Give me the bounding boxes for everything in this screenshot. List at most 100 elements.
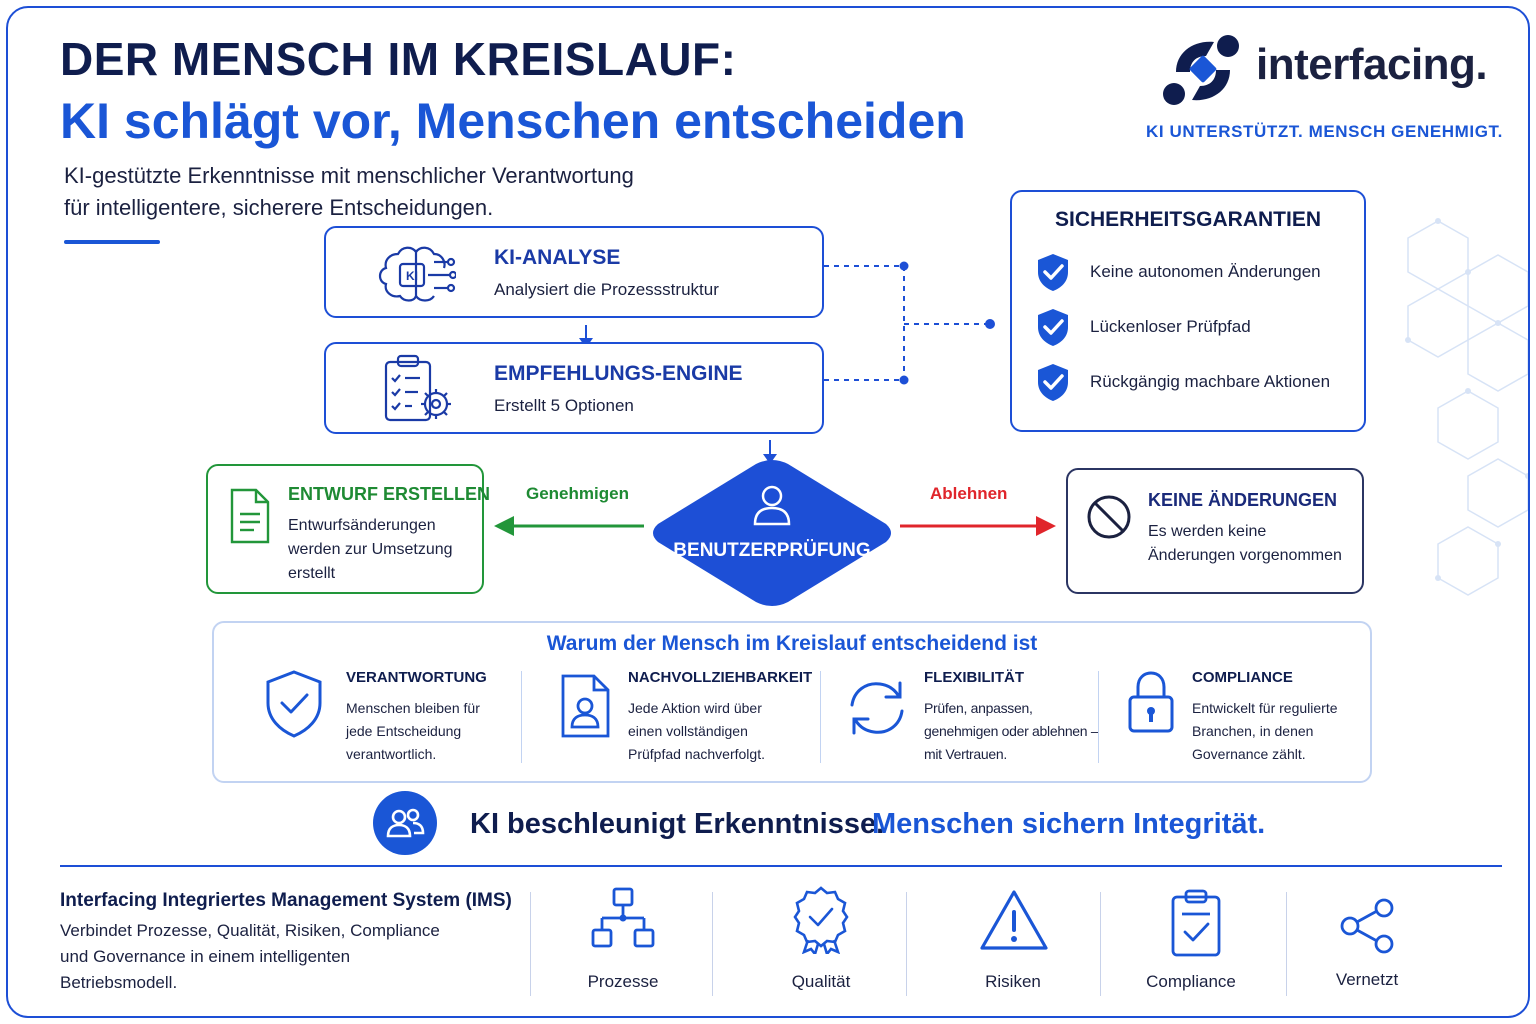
safety-item: Keine autonomen Änderungen xyxy=(1036,252,1321,292)
why-divider xyxy=(1098,671,1099,763)
ims-line: Betriebsmodell. xyxy=(60,973,178,992)
why-item-nachvollziehbarkeit: NACHVOLLZIEHBARKEIT Jede Aktion wird übe… xyxy=(560,669,813,769)
footer-item-risiken: Risiken xyxy=(985,972,1041,991)
footer-divider-v xyxy=(1286,892,1287,996)
user-icon xyxy=(753,485,791,526)
draft-line: werden zur Umsetzung xyxy=(288,541,453,558)
shield-check-icon xyxy=(1038,364,1068,401)
draft-text: Entwurfsänderungen werden zur Umsetzung … xyxy=(288,514,453,586)
why-line: Menschen bleiben für xyxy=(346,700,480,716)
ims-line: und Governance in einem intelligenten xyxy=(60,947,351,966)
sicherheitsgarantien-box: SICHERHEITSGARANTIEN Keine autonomen Änd… xyxy=(1010,190,1366,432)
ki-analyse-text: Analysiert die Prozessstruktur xyxy=(494,280,719,299)
why-item-title: FLEXIBILITÄT xyxy=(924,669,1024,686)
why-line: Branchen, in denen xyxy=(1192,723,1314,739)
brain-ki-icon: KI xyxy=(378,246,456,302)
draft-title: ENTWURF ERSTELLEN xyxy=(288,484,490,504)
no-change-line: Änderungen vorgenommen xyxy=(1148,547,1342,564)
document-icon xyxy=(230,488,270,544)
subtitle-line2: für intelligentere, sicherere Entscheidu… xyxy=(64,195,494,220)
brand-tagline: KI UNTERSTÜTZT. MENSCH GENEHMIGT. xyxy=(1146,122,1503,141)
engine-text: Erstellt 5 Optionen xyxy=(494,396,634,415)
ims-line: Verbindet Prozesse, Qualität, Risiken, C… xyxy=(60,921,440,940)
warning-triangle-icon xyxy=(980,890,1048,950)
review-label: BENUTZERPRÜFUNG xyxy=(673,540,870,561)
footer-divider-v xyxy=(906,892,907,996)
why-divider xyxy=(820,671,821,763)
empfehlungs-engine-box: EMPFEHLUNGS-ENGINE Erstellt 5 Optionen xyxy=(324,342,824,434)
shield-check-icon xyxy=(1038,309,1068,346)
why-section: Warum der Mensch im Kreislauf entscheide… xyxy=(212,621,1372,783)
why-item-title: VERANTWORTUNG xyxy=(346,669,487,686)
safety-item-label: Rückgängig machbare Aktionen xyxy=(1090,372,1331,391)
why-item-title: NACHVOLLZIEHBARKEIT xyxy=(628,669,813,686)
footer-item-compliance: Compliance xyxy=(1146,972,1236,991)
keine-aenderungen-box: KEINE ÄNDERUNGEN Es werden keine Änderun… xyxy=(1066,468,1364,594)
footer-divider-v xyxy=(530,892,531,996)
why-line: Entwickelt für regulierte xyxy=(1192,700,1338,716)
no-change-text: Es werden keine Änderungen vorgenommen xyxy=(1148,520,1342,568)
safety-item: Lückenloser Prüfpfad xyxy=(1036,307,1251,347)
ims-description: Verbindet Prozesse, Qualität, Risiken, C… xyxy=(60,918,500,996)
why-item-text: Jede Aktion wird über einen vollständige… xyxy=(628,697,765,766)
footer-divider-v xyxy=(712,892,713,996)
footer-item-vernetzt: Vernetzt xyxy=(1335,970,1399,989)
org-chart-icon xyxy=(591,887,655,948)
interfacing-logo xyxy=(1163,35,1239,105)
prohibited-icon xyxy=(1087,495,1131,539)
sync-icon xyxy=(850,681,904,735)
no-change-title: KEINE ÄNDERUNGEN xyxy=(1148,490,1338,510)
safety-item: Rückgängig machbare Aktionen xyxy=(1036,362,1330,402)
entwurf-erstellen-box: ENTWURF ERSTELLEN Entwurfsänderungen wer… xyxy=(206,464,490,594)
why-line: mit Vertrauen. xyxy=(924,746,1007,762)
why-divider xyxy=(521,671,522,763)
why-item-title: COMPLIANCE xyxy=(1192,669,1293,686)
engine-title: EMPFEHLUNGS-ENGINE xyxy=(494,362,743,385)
footer-divider-v xyxy=(1100,892,1101,996)
shield-check-icon xyxy=(1038,254,1068,291)
claim-part2: Menschen sichern Integrität. xyxy=(872,808,1266,840)
why-line: genehmigen oder ablehnen – xyxy=(924,723,1099,739)
why-item-text: Entwickelt für regulierte Branchen, in d… xyxy=(1192,697,1338,766)
safety-item-label: Lückenloser Prüfpfad xyxy=(1090,317,1251,336)
why-item-text: Menschen bleiben für jede Entscheidung v… xyxy=(346,697,480,766)
why-item-verantwortung: VERANTWORTUNG Menschen bleiben für jede … xyxy=(264,669,514,769)
draft-line: Entwurfsänderungen xyxy=(288,517,436,534)
page-subtitle: KI-gestützte Erkenntnisse mit menschlich… xyxy=(64,160,764,224)
why-line: Governance zählt. xyxy=(1192,746,1306,762)
page-title-line2: KI schlägt vor, Menschen entscheiden xyxy=(60,93,966,149)
footer-item-prozesse: Prozesse xyxy=(587,972,659,991)
page-title-line1: DER MENSCH IM KREISLAUF: xyxy=(60,33,737,85)
quality-badge-icon xyxy=(793,886,849,954)
shield-check-outline-icon xyxy=(266,670,322,738)
why-heading: Warum der Mensch im Kreislauf entscheide… xyxy=(546,632,1038,655)
user-document-icon xyxy=(561,674,610,738)
hexagon-pattern xyxy=(1405,218,1528,596)
page-frame: DER MENSCH IM KREISLAUF: KI schlägt vor,… xyxy=(6,6,1530,1018)
safety-title: SICHERHEITSGARANTIEN xyxy=(1054,208,1322,231)
safety-item-label: Keine autonomen Änderungen xyxy=(1090,262,1321,281)
why-line: einen vollständigen xyxy=(628,723,748,739)
people-icon xyxy=(373,791,437,855)
why-item-compliance: COMPLIANCE Entwickelt für regulierte Bra… xyxy=(1126,669,1366,769)
ki-analyse-box: KI KI-ANALYSE Analysiert die Prozessstru… xyxy=(324,226,824,318)
footer-item-qualitaet: Qualität xyxy=(791,972,851,991)
benutzerpruefung-diamond: BENUTZERPRÜFUNG xyxy=(653,460,891,606)
approve-label: Genehmigen xyxy=(526,484,629,503)
why-item-text: Prüfen, anpassen, genehmigen oder ablehn… xyxy=(924,697,1099,766)
draft-line: erstellt xyxy=(288,565,336,582)
why-line: Prüfpfad nachverfolgt. xyxy=(628,746,765,762)
flow-connectors xyxy=(494,261,1056,536)
why-line: jede Entscheidung xyxy=(346,723,462,739)
clipboard-gear-icon xyxy=(384,354,451,422)
ki-analyse-title: KI-ANALYSE xyxy=(494,246,621,269)
title-accent-line xyxy=(64,240,160,244)
no-change-line: Es werden keine xyxy=(1148,523,1267,540)
why-item-flexibilitaet: FLEXIBILITÄT Prüfen, anpassen, genehmige… xyxy=(844,669,1104,769)
share-network-icon xyxy=(1340,898,1394,954)
claim-part1: KI beschleunigt Erkenntnisse. xyxy=(470,808,885,840)
subtitle-line1: KI-gestützte Erkenntnisse mit menschlich… xyxy=(64,163,634,188)
why-line: Jede Aktion wird über xyxy=(628,700,762,716)
why-line: Prüfen, anpassen, xyxy=(924,700,1033,716)
ki-chip-label: KI xyxy=(406,269,418,283)
